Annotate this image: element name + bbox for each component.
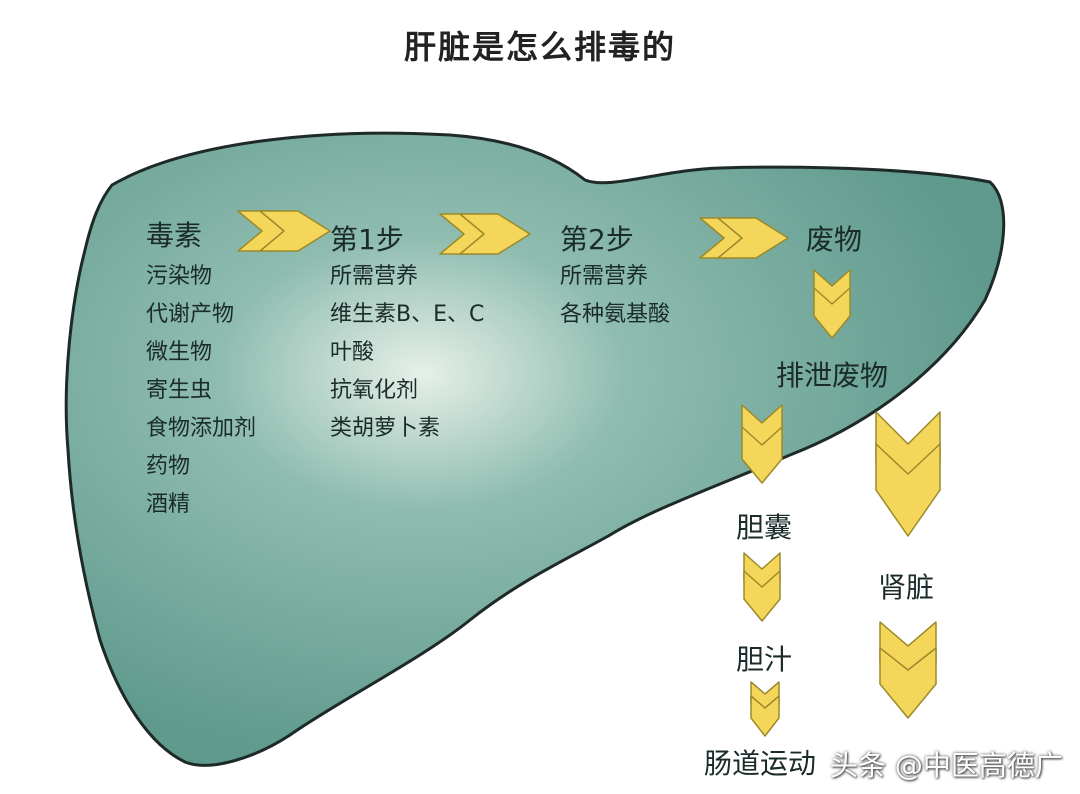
arrow-step1-to-step2: [439, 213, 531, 255]
toxin-list: 污染物代谢产物微生物寄生虫食物添加剂药物酒精: [146, 258, 256, 524]
step2-list: 所需营养各种氨基酸: [560, 258, 670, 334]
waste-heading: 废物: [806, 223, 863, 256]
step2-item: 所需营养: [560, 264, 649, 289]
toxin-item: 食物添加剂: [146, 416, 257, 441]
step1-item: 维生素B、E、C: [330, 302, 485, 327]
toxin-item: 污染物: [146, 264, 213, 289]
step2-item: 各种氨基酸: [560, 302, 671, 327]
step1-item: 叶酸: [330, 340, 375, 365]
gallbladder-label: 胆囊: [736, 511, 793, 544]
toxin-item: 代谢产物: [146, 302, 235, 327]
step1-item: 抗氧化剂: [330, 378, 419, 403]
step1-item: 类胡萝卜素: [330, 416, 441, 441]
arrow-gallbladder-to-bile: [743, 552, 781, 622]
toxin-item: 酒精: [146, 492, 191, 517]
toxin-item: 寄生虫: [146, 378, 213, 403]
step2-heading: 第2步: [560, 223, 634, 256]
toxin-item: 药物: [146, 454, 191, 479]
arrow-kidney-down: [879, 621, 937, 719]
step1-item: 所需营养: [330, 264, 419, 289]
arrow-excrete-to-gallbladder: [741, 404, 783, 484]
toxin-item: 微生物: [146, 340, 213, 365]
arrow-waste-to-excrete: [813, 269, 851, 339]
step1-heading: 第1步: [330, 223, 404, 256]
watermark: 头条 @中医高德广: [830, 749, 1063, 782]
arrow-excrete-to-kidney: [875, 411, 941, 537]
liver-shape: [64, 131, 1006, 767]
intestine-label: 肠道运动: [704, 747, 817, 780]
excrete-heading: 排泄废物: [776, 359, 889, 392]
kidney-label: 肾脏: [878, 571, 935, 604]
arrow-toxin-to-step1: [237, 210, 331, 252]
arrow-bile-to-intestine: [750, 681, 780, 737]
arrow-step2-to-waste: [699, 217, 789, 259]
bile-label: 胆汁: [736, 643, 793, 676]
diagram-title: 肝脏是怎么排毒的: [403, 28, 676, 66]
step1-list: 所需营养维生素B、E、C 叶酸抗氧化剂类胡萝卜素: [330, 258, 484, 448]
toxin-heading: 毒素: [146, 219, 203, 252]
